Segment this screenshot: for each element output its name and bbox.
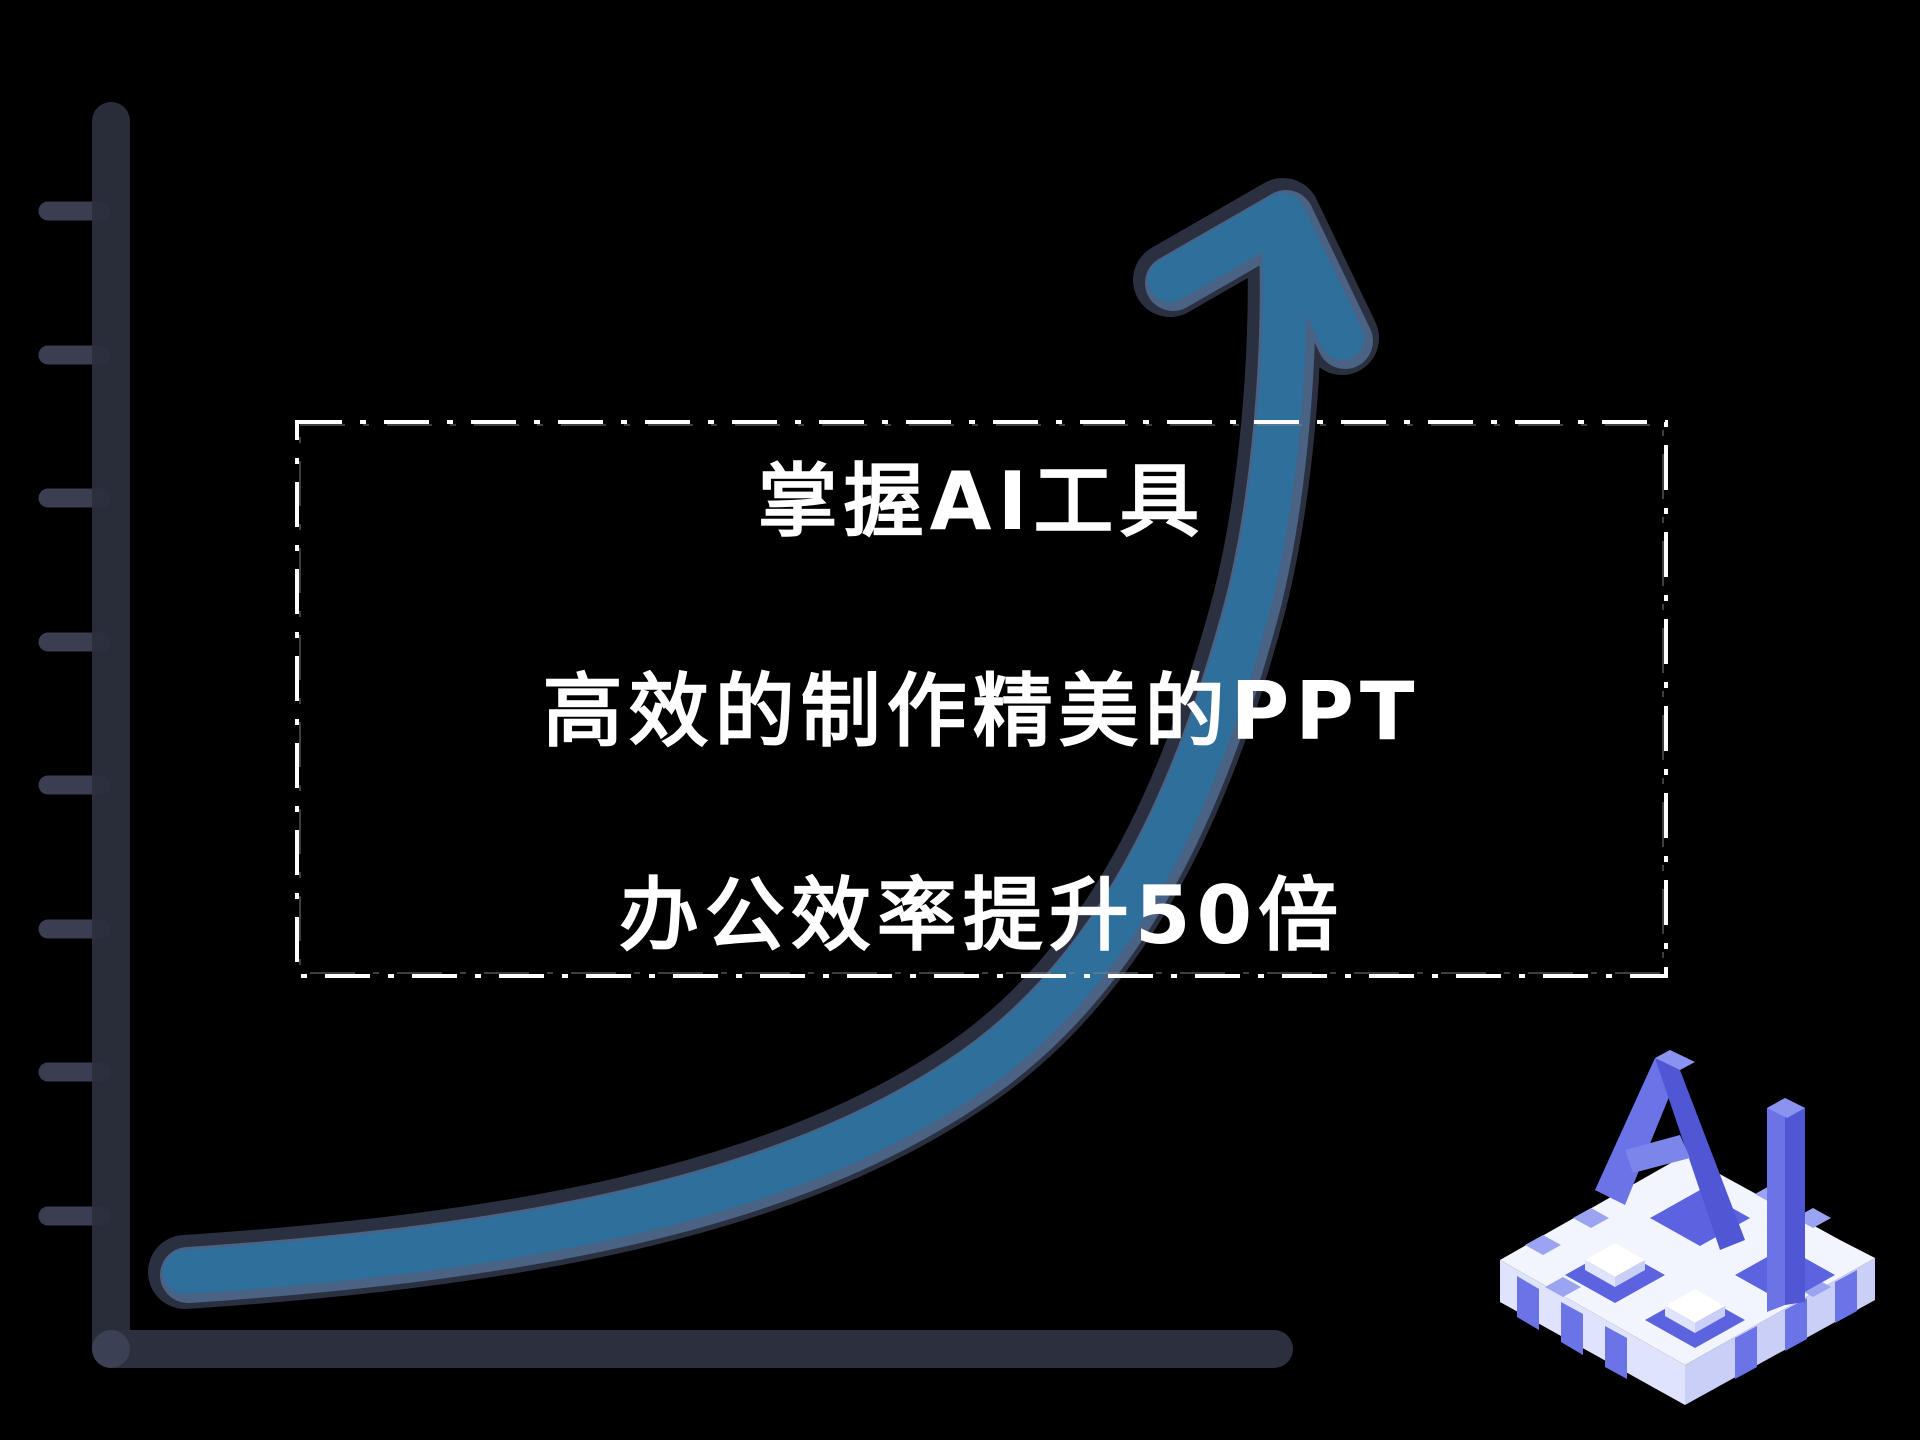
headline-line-3: 办公效率提升50倍 — [618, 869, 1345, 962]
headline-frame — [295, 420, 1668, 978]
headline-line-1: 掌握AI工具 — [757, 455, 1206, 548]
ai-logo-icon — [1500, 1050, 1875, 1405]
headline-line-2: 高效的制作精美的PPT — [542, 665, 1421, 758]
y-axis-ticks — [38, 201, 111, 1226]
